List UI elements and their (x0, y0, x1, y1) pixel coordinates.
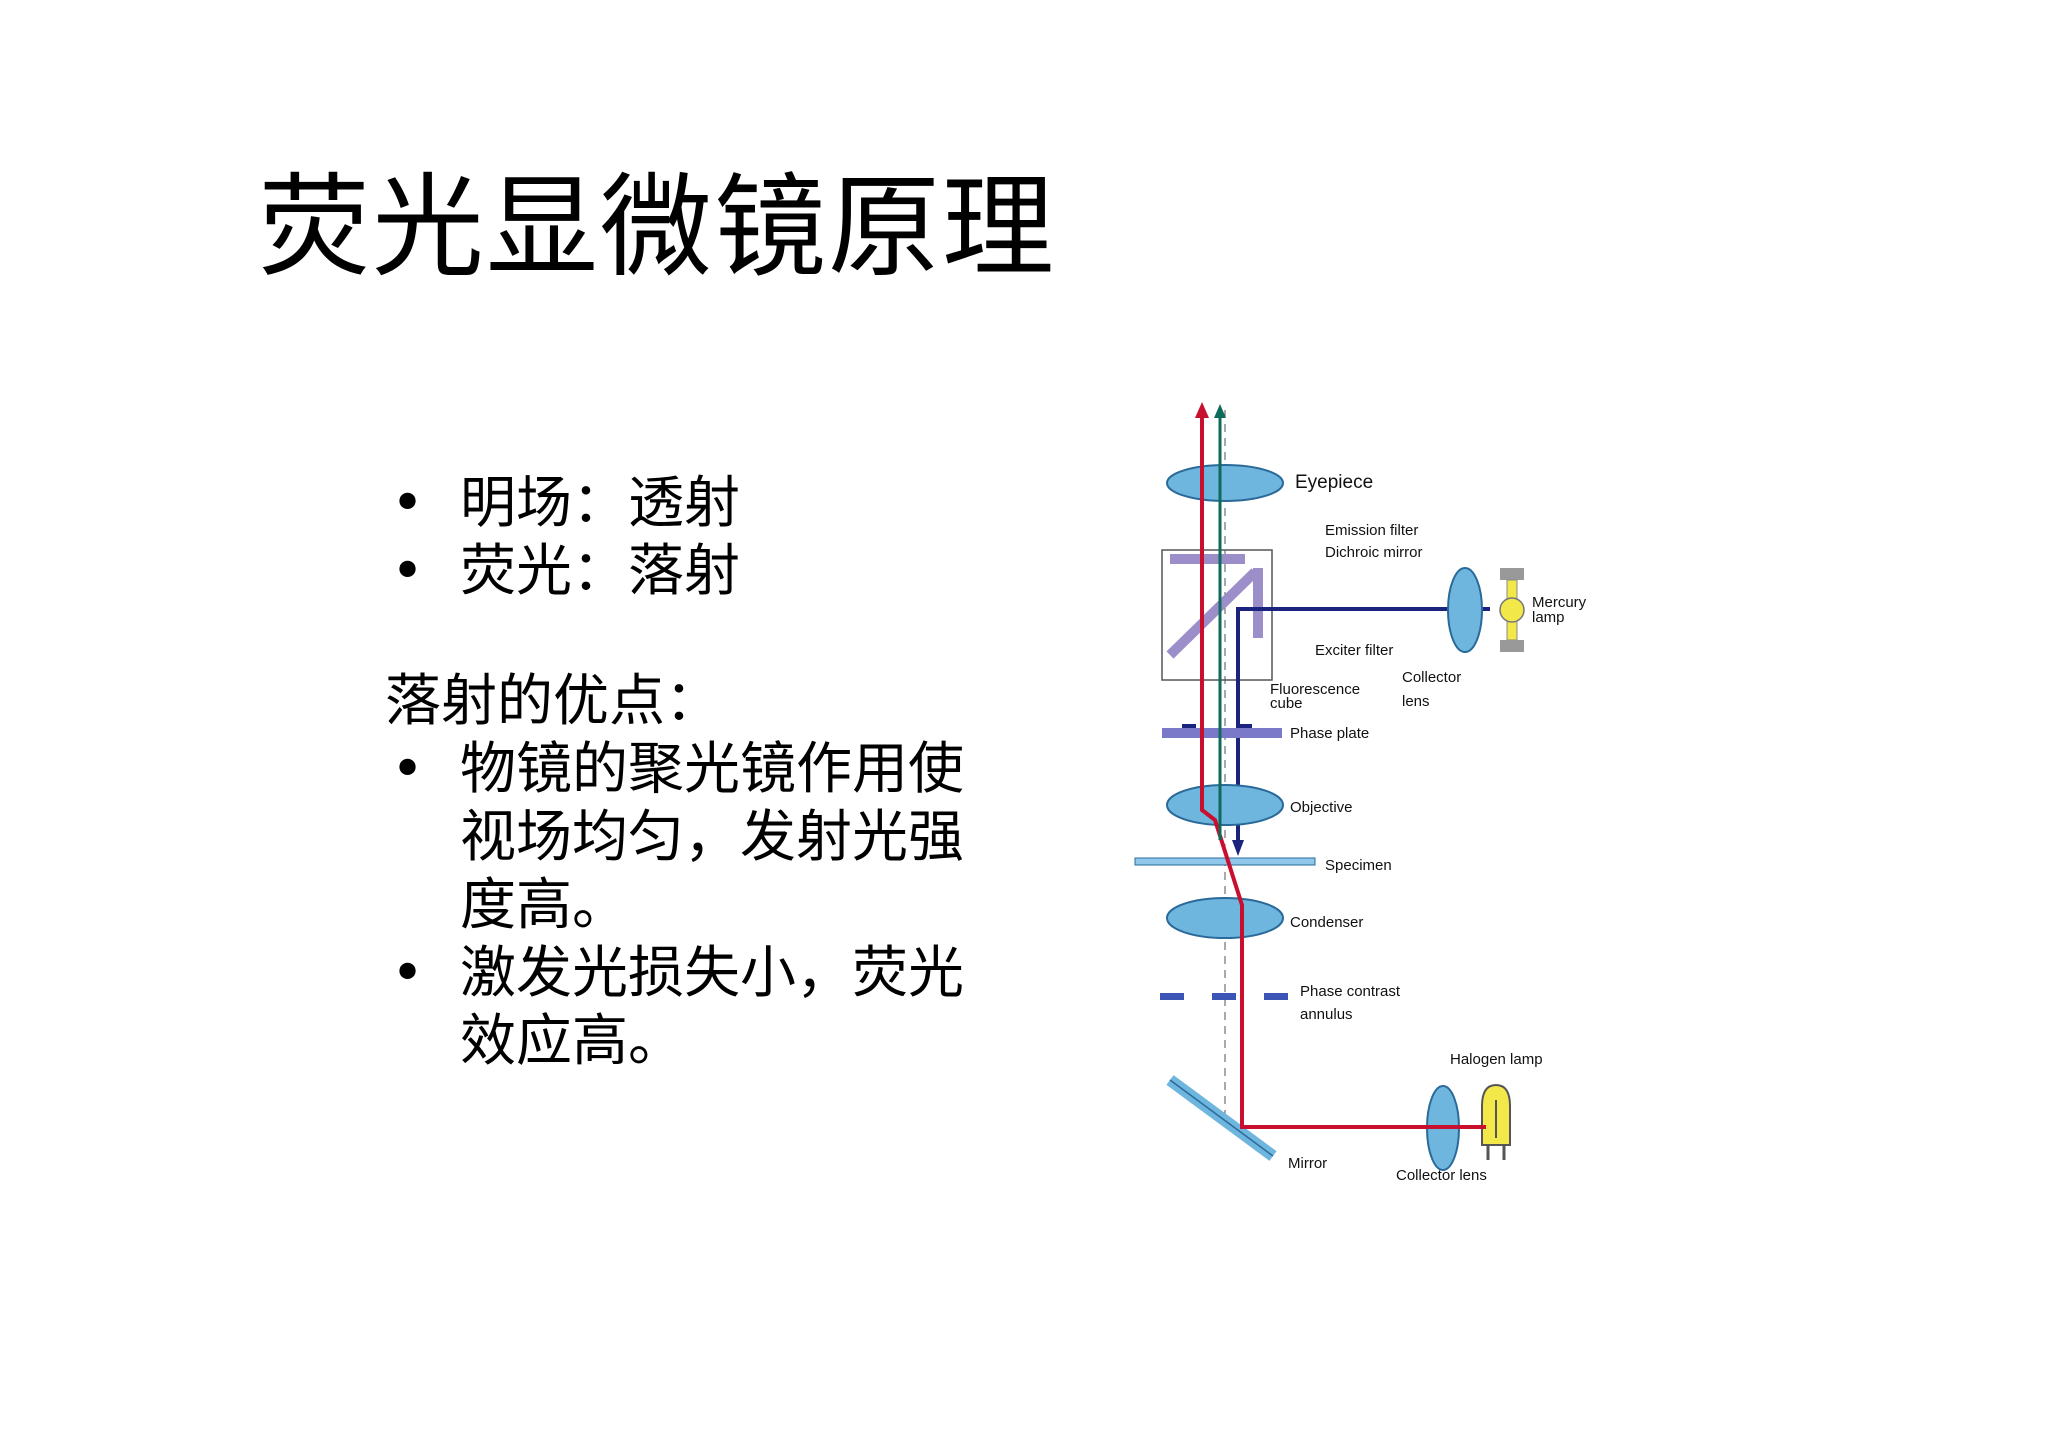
label-collector-lens-bottom: Collector lens (1396, 1167, 1487, 1184)
label-mercury-lamp: Mercury (1532, 594, 1587, 611)
bullet-line: 激发光损失小，荧光 (460, 941, 964, 1006)
list-item: • 荧光：落射 (385, 538, 1025, 606)
list-item: • 激发光损失小，荧光 效应高。 (385, 940, 1025, 1076)
mercury-lamp-cap-bottom (1500, 640, 1524, 652)
excitation-arrow-icon (1232, 840, 1244, 856)
label-fluorescence-cube: cube (1270, 695, 1303, 712)
red-arrow-icon (1195, 402, 1209, 418)
bullet-text: 明场：透射 (460, 471, 740, 536)
label-objective: Objective (1290, 799, 1353, 816)
slide-title: 荧光显微镜原理 (258, 163, 1056, 293)
label-mercury-lamp: lamp (1532, 609, 1565, 626)
condenser-lens (1166, 897, 1284, 939)
bullet-line: 效应高。 (460, 1009, 684, 1074)
bullet-icon: • (391, 737, 425, 802)
label-fluorescence-cube: Fluorescence (1270, 681, 1360, 698)
label-emission-filter: Emission filter (1325, 522, 1418, 539)
exciter-filter (1253, 568, 1263, 638)
label-dichroic-mirror: Dichroic mirror (1325, 544, 1423, 561)
label-phase-contrast: annulus (1300, 1006, 1353, 1023)
dichroic-mirror (1166, 568, 1259, 659)
phase-plate (1162, 728, 1282, 738)
list-item: • 明场：透射 (385, 470, 1025, 538)
bullet-icon: • (391, 941, 425, 1006)
label-eyepiece: Eyepiece (1295, 472, 1373, 493)
label-exciter-filter: Exciter filter (1315, 642, 1393, 659)
label-collector-lens-top: lens (1402, 693, 1430, 710)
fluorescence-cube-box (1161, 549, 1273, 681)
label-phase-contrast: Phase contrast (1300, 983, 1401, 1000)
bullet-line: 度高。 (460, 873, 628, 938)
label-condenser: Condenser (1290, 914, 1363, 931)
objective-lens (1166, 784, 1284, 826)
emission-filter (1170, 554, 1245, 564)
subheading: 落射的优点： (385, 669, 721, 734)
collector-lens-top (1447, 567, 1483, 653)
excitation-path (1236, 607, 1490, 840)
specimen-slide (1134, 857, 1316, 866)
label-halogen-lamp: Halogen lamp (1450, 1051, 1543, 1068)
bullet-text: 荧光：落射 (460, 539, 740, 604)
bullet-line: 视场均匀，发射光强 (460, 805, 964, 870)
label-specimen: Specimen (1325, 857, 1392, 874)
label-collector-lens-top: Collector (1402, 669, 1461, 686)
microscope-diagram: Eyepiece Emission filter Dichroic mirror… (1130, 400, 1630, 1200)
phase-contrast-annulus (1160, 993, 1184, 1000)
mercury-lamp-cap-top (1500, 568, 1524, 580)
bullet-icon: • (391, 471, 425, 536)
bullet-icon: • (391, 539, 425, 604)
eyepiece-lens (1166, 464, 1284, 502)
label-phase-plate: Phase plate (1290, 725, 1369, 742)
list-item: • 物镜的聚光镜作用使 视场均匀，发射光强 度高。 (385, 736, 1025, 940)
transmitted-light-path (1200, 415, 1486, 1129)
green-arrow-icon (1214, 404, 1226, 418)
text-content: • 明场：透射 • 荧光：落射 落射的优点： • 物镜的聚光镜作用使 视场均匀，… (385, 470, 1025, 1076)
bullet-line: 物镜的聚光镜作用使 (460, 737, 964, 802)
label-mirror: Mirror (1288, 1155, 1327, 1172)
mercury-lamp-bulb (1499, 597, 1525, 623)
